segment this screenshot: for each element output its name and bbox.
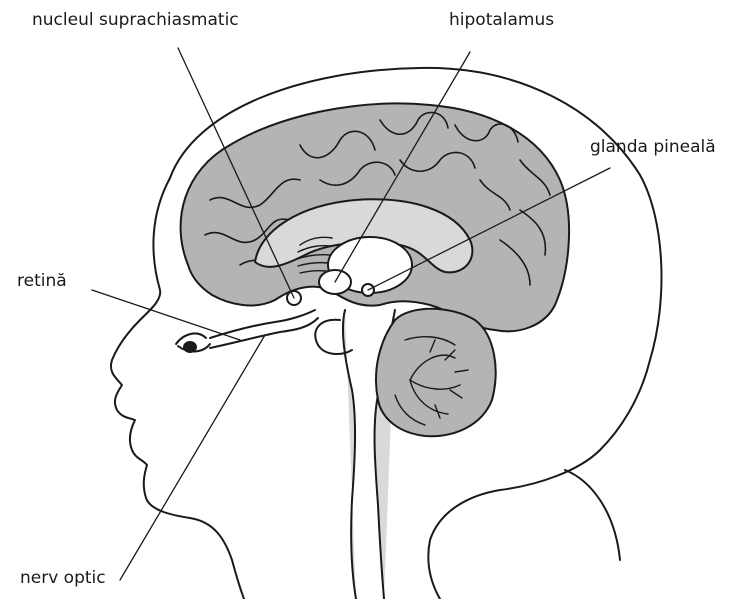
eye-pupil	[184, 342, 196, 352]
label-hypothalamus: hipotalamus	[449, 10, 554, 30]
leader-optic-nerve	[120, 335, 265, 580]
ear-curve	[565, 470, 620, 560]
label-pineal-gland: glanda pineală	[590, 137, 716, 157]
label-optic-nerve: nerv optic	[20, 568, 106, 588]
cerebellum	[376, 309, 496, 436]
label-retina: retină	[17, 271, 67, 291]
pons	[315, 320, 352, 354]
optic-nerve	[210, 310, 318, 348]
label-suprachiasmatic-nucleus: nucleul suprachiasmatic	[32, 10, 239, 30]
